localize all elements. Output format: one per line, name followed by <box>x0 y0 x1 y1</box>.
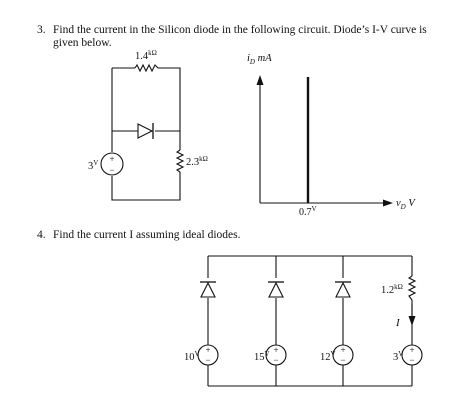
iv-x-axis-arrow-icon <box>383 199 393 207</box>
circuit-1-diode-icon <box>137 123 154 139</box>
iv-knee-voltage-label: 0.7V <box>299 205 317 218</box>
iv-y-axis-arrow-icon <box>256 75 264 85</box>
current-arrow-icon <box>408 316 416 326</box>
source-3-minus-sign: − <box>340 355 345 365</box>
source-minus-sign: − <box>109 165 114 175</box>
source-4-minus-sign: − <box>409 355 414 365</box>
question-3-text-line-2: given below. <box>53 37 112 49</box>
circuit-1-wires <box>111 67 181 201</box>
source-4-plus-sign: + <box>409 345 414 355</box>
source-plus-sign: + <box>109 154 114 164</box>
question-4-text: Find the current I assuming ideal diodes… <box>53 229 241 241</box>
circuit-2-source-1-icon: + − <box>197 344 219 366</box>
circuit-1-top-resistor <box>134 63 159 73</box>
iv-y-label: iD mA <box>247 53 272 66</box>
circuit-1-right-resistor <box>175 149 185 173</box>
circuit-1-source-value: 3V <box>88 159 98 172</box>
iv-curve-graph: iD mA vD V 0.7V <box>247 53 416 218</box>
source-1-minus-sign: − <box>205 355 210 365</box>
circuit-2-diode-2-icon <box>268 281 284 298</box>
question-4-number: 4. <box>37 229 46 241</box>
circuit-1: + − 1.4kΩ 2.3kΩ 3V <box>88 49 208 201</box>
source-1-plus-sign: + <box>205 345 210 355</box>
circuit-2-source-2-icon: + − <box>265 344 287 366</box>
source-2-plus-sign: + <box>273 345 278 355</box>
circuit-2-source-3-icon: + − <box>332 344 354 366</box>
question-3-text-line-1: Find the current in the Silicon diode in… <box>53 24 427 36</box>
circuit-2-resistor <box>407 275 417 301</box>
circuit-2-source-4-value: 3V <box>393 350 403 363</box>
current-label: I <box>395 317 401 329</box>
source-3-plus-sign: + <box>340 345 345 355</box>
circuit-2-diode-1-icon <box>200 281 216 298</box>
circuit-1-voltage-source-icon: + − <box>100 152 124 176</box>
right-resistor-value: 2.3kΩ <box>186 155 208 168</box>
iv-x-label: vD V <box>396 198 416 211</box>
top-resistor-value: 1.4kΩ <box>135 49 157 62</box>
circuit-2-source-4-icon: + − <box>401 344 423 366</box>
circuit-2-resistor-value: 1.2kΩ <box>381 283 403 296</box>
circuit-2-branch-wires <box>207 256 413 386</box>
circuit-2-source-1-value: 10V <box>184 350 200 363</box>
circuit-2-source-2-value: 15V <box>254 350 270 363</box>
circuit-2: + − + − + − + − 10V 15V 12V 3V <box>184 255 423 387</box>
circuit-2-diode-3-icon <box>335 281 351 298</box>
circuit-2-source-3-value: 12V <box>320 350 336 363</box>
question-3-number: 3. <box>37 24 46 36</box>
source-2-minus-sign: − <box>273 355 278 365</box>
